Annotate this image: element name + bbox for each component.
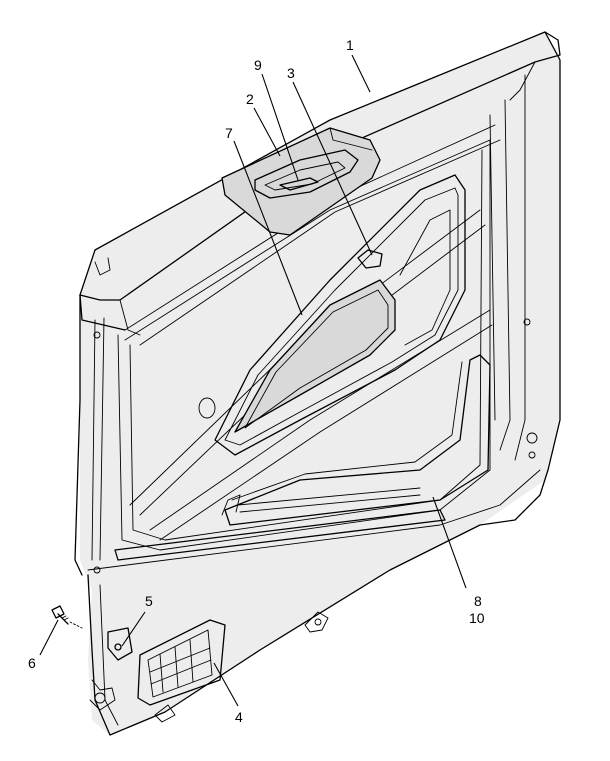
callouts: 1 9 3 2 7 8 10 5 6 4 xyxy=(28,37,485,725)
callout-5: 5 xyxy=(145,593,153,609)
screw xyxy=(51,605,83,629)
leader-3 xyxy=(292,81,373,256)
retainer-clip xyxy=(357,249,383,269)
leader-2 xyxy=(253,107,281,157)
leader-4 xyxy=(213,662,239,707)
inner-opening xyxy=(214,174,466,456)
callout-10: 10 xyxy=(469,610,485,626)
speaker-grille xyxy=(137,619,226,706)
callout-7: 7 xyxy=(225,125,233,141)
callout-3: 3 xyxy=(287,65,295,81)
leader-9 xyxy=(261,73,299,181)
callout-8: 8 xyxy=(474,593,482,609)
leader-8-10 xyxy=(432,496,467,589)
leader-5 xyxy=(121,611,146,647)
handle-bezel xyxy=(221,127,381,236)
callout-4: 4 xyxy=(235,709,243,725)
lower-switch-area xyxy=(89,611,329,723)
callout-9: 9 xyxy=(254,57,262,73)
callout-6: 6 xyxy=(28,655,36,671)
leader-7 xyxy=(233,140,303,316)
callout-2: 2 xyxy=(246,91,254,107)
leader-1 xyxy=(351,54,371,93)
leader-lines xyxy=(39,54,467,707)
callout-1: 1 xyxy=(346,37,354,53)
lower-pocket xyxy=(221,354,491,526)
leader-6 xyxy=(39,619,59,656)
